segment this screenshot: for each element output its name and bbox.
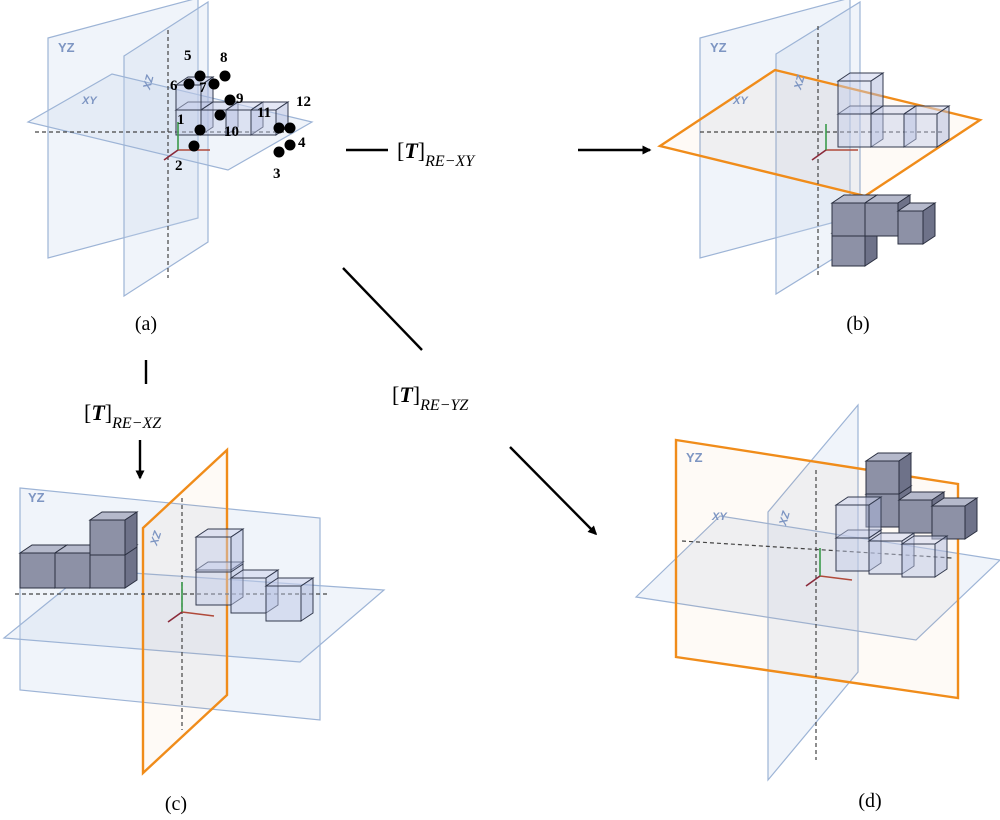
panel-label-a: (a) (135, 313, 157, 335)
cube (900, 535, 949, 578)
yz-plane (47, 0, 199, 259)
cube (867, 532, 916, 575)
vertex-number: 9 (236, 91, 244, 107)
transform-label-xy: [T]RE−XY (397, 138, 476, 170)
transform-label-yz: [T]RE−YZ (392, 382, 469, 414)
panel-c: YZ XZ (2, 447, 386, 815)
vertex-number: 12 (296, 94, 311, 110)
shape-original (174, 76, 290, 136)
vertex-number: 6 (170, 78, 178, 94)
axes-origin (805, 548, 853, 587)
xy-plane (26, 73, 314, 171)
arrow-tail (342, 267, 423, 351)
transform-symbol: T (404, 138, 419, 163)
transform-yz: [T]RE−YZ (342, 267, 598, 536)
panel-label-c: (c) (165, 793, 187, 815)
yz-plane-label: YZ (58, 40, 75, 55)
axes-origin (167, 582, 215, 623)
xz-plane-label: XZ (777, 509, 793, 528)
transform-subscript: RE−YZ (419, 397, 469, 414)
yz-plane-label: YZ (710, 40, 727, 55)
transform-subscript: RE−XY (424, 153, 476, 170)
arrow-to-d (509, 446, 598, 536)
transform-subscript: RE−XZ (111, 415, 162, 432)
xz-plane-label: XZ (792, 73, 808, 92)
shape-reflected-xz (18, 511, 139, 589)
vertex-markers: 5 6 7 8 9 1 10 11 12 4 3 2 (170, 48, 311, 182)
panel-a: YZ XY XZ (26, 0, 314, 335)
cube (869, 105, 918, 148)
xz-reflection-plane (141, 447, 229, 776)
vertex-number: 1 (177, 112, 185, 128)
shape-original (194, 528, 315, 622)
cube (836, 72, 885, 115)
cube (864, 452, 913, 495)
panel-label-b: (b) (846, 313, 869, 335)
xy-plane-label: XY (81, 95, 98, 107)
xz-plane-label: XZ (141, 73, 157, 92)
cube (88, 511, 139, 556)
shape-reflected-yz (864, 452, 979, 540)
xz-plane-label: XZ (148, 529, 164, 548)
cube (249, 101, 290, 136)
transform-symbol: T (91, 400, 106, 425)
shape-original (834, 496, 949, 578)
xz-plane (767, 403, 859, 782)
vertex-number: 4 (298, 135, 306, 151)
cube (930, 497, 979, 540)
cube (834, 496, 883, 539)
cube (896, 202, 937, 245)
panel-label-d: (d) (858, 790, 881, 812)
shape-original (836, 72, 951, 148)
cube (902, 105, 951, 148)
panel-b: YZ XY XZ (657, 0, 983, 335)
xy-plane-label: XY (711, 511, 728, 523)
yz-plane-label: YZ (28, 490, 45, 505)
xz-plane (123, 0, 209, 298)
axes-origin (811, 124, 858, 161)
transform-symbol: T (399, 382, 414, 407)
xy-reflection-plane (657, 68, 983, 198)
shape-reflected-xy (830, 194, 937, 267)
cube (174, 76, 215, 111)
cube (194, 528, 245, 573)
vertex-number: 2 (175, 158, 183, 174)
yz-plane-label: YZ (686, 450, 703, 465)
vertex-number: 10 (224, 124, 239, 140)
vertex-number: 11 (257, 105, 271, 121)
vertex-number: 7 (199, 80, 207, 96)
transform-xy: [T]RE−XY (346, 138, 652, 170)
vertex-number: 3 (273, 166, 281, 182)
cube (264, 577, 315, 622)
panel-d: YZ XY XZ (634, 403, 1000, 812)
transform-label-xz: [T]RE−XZ (84, 400, 162, 432)
xy-plane-label: XY (732, 95, 749, 107)
vertex-number: 8 (220, 50, 228, 66)
transform-xz: [T]RE−XZ (84, 360, 162, 480)
xy-plane (2, 569, 386, 663)
vertex-number: 5 (184, 48, 192, 64)
